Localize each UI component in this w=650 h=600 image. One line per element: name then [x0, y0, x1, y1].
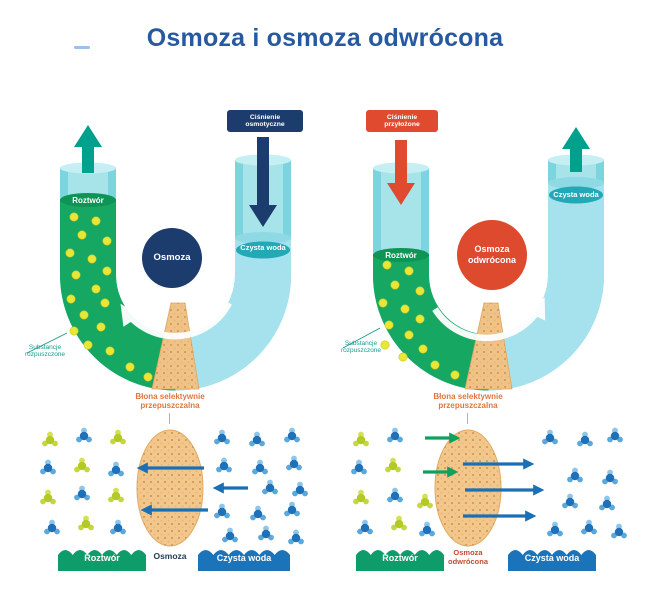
solutes-leader-line	[342, 327, 381, 349]
solution-meniscus-band	[373, 248, 429, 262]
clean-water-banner	[508, 550, 596, 571]
process-caption: Osmoza	[153, 551, 187, 561]
solution-banner-label: Roztwór	[382, 553, 418, 563]
clean-water-label: Czysta woda	[553, 190, 599, 199]
reverse-osmosis-utube-diagram	[342, 127, 604, 391]
clean-water-molecules	[542, 427, 627, 539]
solution-banner	[356, 550, 444, 571]
membrane-label: Błona selektywnie przepuszczalna	[135, 392, 205, 411]
semipermeable-membrane-texture	[137, 430, 203, 546]
solution-banner	[58, 550, 146, 571]
water-label-band	[549, 186, 603, 204]
solute-dots	[378, 260, 460, 380]
solute-dots	[65, 212, 153, 382]
osmosis-utube-diagram	[26, 125, 291, 391]
membrane-wedge-texture	[152, 303, 199, 389]
osmosis-flow-arrow	[120, 301, 232, 340]
solution-meniscus-band	[60, 193, 116, 207]
water-meniscus	[548, 177, 604, 189]
applied-pressure-label: Ciśnienie przyłożone	[366, 110, 438, 132]
reverse-osmosis-flow-arrow	[432, 297, 546, 342]
osmotic-pressure-label: Ciśnienie osmotyczne	[227, 110, 303, 132]
solution-liquid	[373, 255, 490, 391]
water-meniscus	[235, 232, 291, 244]
water-flow-arrows	[463, 458, 545, 522]
clean-water-label: Czysta woda	[240, 243, 286, 252]
solution-banner-label: Roztwór	[84, 553, 120, 563]
clean-water-banner-label: Czysta woda	[524, 553, 580, 563]
membrane-label-connector	[467, 413, 468, 424]
clean-water-molecules	[214, 427, 308, 545]
page-title: Osmoza i osmoza odwrócona	[146, 24, 504, 52]
water-flow-arrows	[136, 462, 248, 516]
title-dash	[74, 46, 90, 49]
dissolved-substances-label: Substancje rozpuszczone	[24, 344, 66, 359]
solution-label: Roztwór	[385, 251, 417, 260]
applied-pressure-arrow-icon	[387, 140, 415, 205]
solutes-leader-line	[26, 332, 68, 354]
solution-side-molecules	[40, 427, 126, 535]
solution-side-molecules	[351, 427, 435, 537]
osmosis-circle-badge: Osmoza	[142, 228, 202, 288]
applied-pressure-arrows	[423, 432, 461, 478]
solution-label: Roztwór	[72, 196, 104, 205]
osmotic-pressure-arrow-icon	[249, 137, 277, 227]
reverse-osmosis-circle-badge: Osmoza odwrócona	[457, 220, 527, 290]
level-rise-arrow-icon	[562, 127, 590, 172]
solution-liquid	[60, 200, 177, 391]
osmosis-molecular-diagram	[40, 427, 308, 547]
clean-water-banner	[198, 550, 290, 571]
membrane-label: Błona selektywnie przepuszczalna	[433, 392, 503, 411]
dissolved-substances-label: Substancje rozpuszczone	[340, 340, 382, 355]
semipermeable-membrane-texture	[435, 430, 501, 546]
clean-water-banner-label: Czysta woda	[216, 553, 272, 563]
membrane-wedge-texture	[465, 303, 512, 389]
process-caption: Osmoza odwrócona	[447, 548, 488, 567]
water-label-band	[236, 241, 290, 259]
level-rise-arrow-icon	[74, 125, 102, 173]
reverse-osmosis-molecular-diagram	[351, 427, 627, 547]
membrane-label-connector	[169, 413, 170, 424]
